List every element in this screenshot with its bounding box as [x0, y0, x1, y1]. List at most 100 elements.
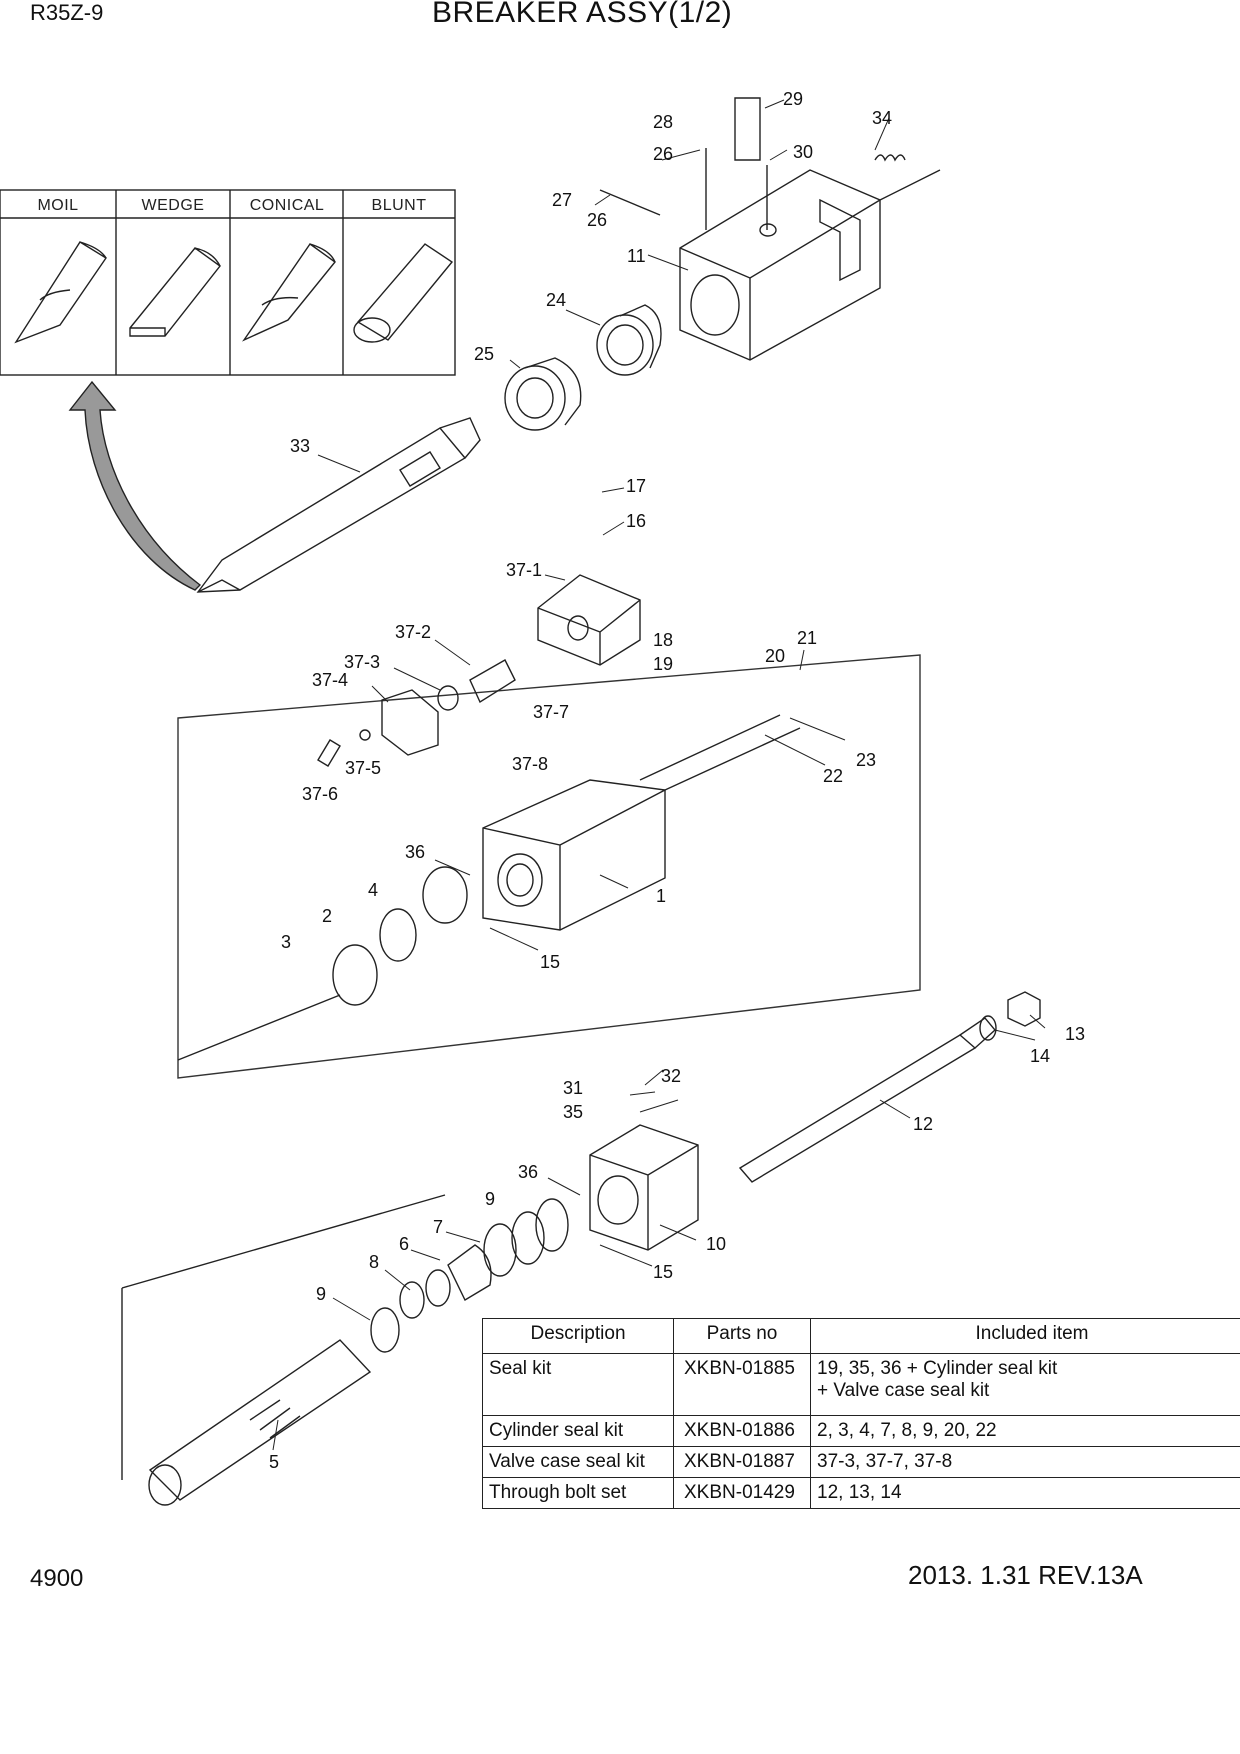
seal-ring-part [399, 1281, 425, 1319]
row-parts-no: XKBN-01885 [673, 1353, 811, 1416]
callout-24: 24 [546, 290, 566, 310]
callout-1: 1 [656, 886, 666, 906]
chisel-part [196, 417, 481, 593]
page-number: 4900 [30, 1565, 84, 1592]
column-header-included: Included item [810, 1318, 1240, 1354]
curved-arrow-icon [68, 380, 202, 591]
seal-ring-part [370, 1307, 400, 1353]
front-head-part [679, 169, 941, 361]
cylinder-part [482, 714, 801, 931]
callout-4: 4 [368, 880, 378, 900]
callout-14: 14 [1030, 1046, 1050, 1066]
row-description: Seal kit [482, 1353, 674, 1416]
callout-19: 19 [653, 654, 673, 674]
callout-33: 33 [290, 436, 310, 456]
seal-ring-part [483, 1223, 517, 1277]
page-title: BREAKER ASSY(1/2) [432, 0, 733, 29]
valve-case-part [589, 1124, 699, 1251]
seal-kit-table: Description Parts no Included item Seal … [482, 1318, 1240, 1509]
callout-28: 28 [653, 112, 673, 132]
callout-12: 12 [913, 1114, 933, 1134]
callout-10: 10 [706, 1234, 726, 1254]
blunt-tip-icon [356, 243, 454, 341]
callout-20: 20 [765, 646, 785, 666]
callout-37-8: 37-8 [512, 754, 548, 774]
wedge-tip-icon [129, 247, 222, 337]
row-description: Through bolt set [482, 1477, 674, 1509]
table-row: Seal kit XKBN-01885 19, 35, 36 + Cylinde… [482, 1353, 1240, 1416]
row-included: 37-3, 37-7, 37-8 [810, 1446, 1240, 1478]
tip-header-moil: MOIL [37, 197, 78, 214]
valve-block-part [537, 574, 641, 666]
piston-part [148, 1339, 372, 1506]
callout-37-5: 37-5 [345, 758, 381, 778]
washer-icon [359, 729, 371, 741]
table-row: Valve case seal kit XKBN-01887 37-3, 37-… [482, 1446, 1240, 1478]
callout-37-7: 37-7 [533, 702, 569, 722]
row-included: 12, 13, 14 [810, 1477, 1240, 1509]
spring-pin-icon [874, 154, 906, 162]
callout-23: 23 [856, 750, 876, 770]
callout-15a: 15 [540, 952, 560, 972]
seal-ring-part [511, 1211, 545, 1265]
callout-9a: 9 [485, 1189, 495, 1209]
cover-plate-part [381, 689, 439, 756]
callout-22: 22 [823, 766, 843, 786]
callout-5: 5 [269, 1452, 279, 1472]
callout-37-4: 37-4 [312, 670, 348, 690]
callout-30: 30 [793, 142, 813, 162]
callout-15b: 15 [653, 1262, 673, 1282]
callout-26b: 26 [587, 210, 607, 230]
column-header-parts-no: Parts no [673, 1318, 811, 1354]
seal-ring-part [422, 866, 468, 924]
through-bolt-part [738, 1017, 996, 1183]
o-ring-part [437, 685, 459, 711]
nut-part [1007, 991, 1041, 1027]
callout-25: 25 [474, 344, 494, 364]
tool-tip-panel [0, 189, 456, 376]
callout-37-1: 37-1 [506, 560, 542, 580]
callout-26a: 26 [653, 144, 673, 164]
seal-ring-part [535, 1198, 569, 1252]
row-parts-no: XKBN-01886 [673, 1415, 811, 1447]
callout-17: 17 [626, 476, 646, 496]
table-header-row: Description Parts no Included item [482, 1318, 1240, 1354]
table-row: Cylinder seal kit XKBN-01886 2, 3, 4, 7,… [482, 1415, 1240, 1447]
callout-36b: 36 [518, 1162, 538, 1182]
valve-spool-part [469, 659, 516, 704]
callout-37-6: 37-6 [302, 784, 338, 804]
callout-13: 13 [1065, 1024, 1085, 1044]
row-description: Cylinder seal kit [482, 1415, 674, 1447]
callout-2: 2 [322, 906, 332, 926]
blunt-tip-face-icon [353, 317, 391, 343]
moil-tip-icon [14, 241, 107, 344]
callout-3: 3 [281, 932, 291, 952]
callout-11: 11 [627, 246, 646, 266]
tip-header-wedge: WEDGE [142, 197, 205, 214]
seal-ring-part [425, 1269, 451, 1307]
seal-part [447, 1244, 492, 1301]
callout-8: 8 [369, 1252, 379, 1272]
callout-9b: 9 [316, 1284, 326, 1304]
callout-18: 18 [653, 630, 673, 650]
seal-ring-part [332, 944, 378, 1006]
conical-tip-icon [241, 243, 337, 342]
callout-6: 6 [399, 1234, 409, 1254]
callout-31: 31 [563, 1078, 583, 1098]
row-included: 19, 35, 36 + Cylinder seal kit + Valve c… [810, 1353, 1240, 1416]
callout-35: 35 [563, 1102, 583, 1122]
callout-29: 29 [783, 89, 803, 109]
callout-37-2: 37-2 [395, 622, 431, 642]
lower-frame [121, 1194, 446, 1480]
callout-21: 21 [797, 628, 817, 648]
row-parts-no: XKBN-01887 [673, 1446, 811, 1478]
ring-bush-part [504, 357, 582, 431]
callout-37-3: 37-3 [344, 652, 380, 672]
callout-34: 34 [872, 108, 892, 128]
row-included: 2, 3, 4, 7, 8, 9, 20, 22 [810, 1415, 1240, 1447]
revision-date: 2013. 1.31 REV.13A [908, 1560, 1143, 1590]
bushing-part [596, 304, 662, 376]
seal-ring-part [379, 908, 417, 962]
bolt-icon [317, 739, 341, 767]
